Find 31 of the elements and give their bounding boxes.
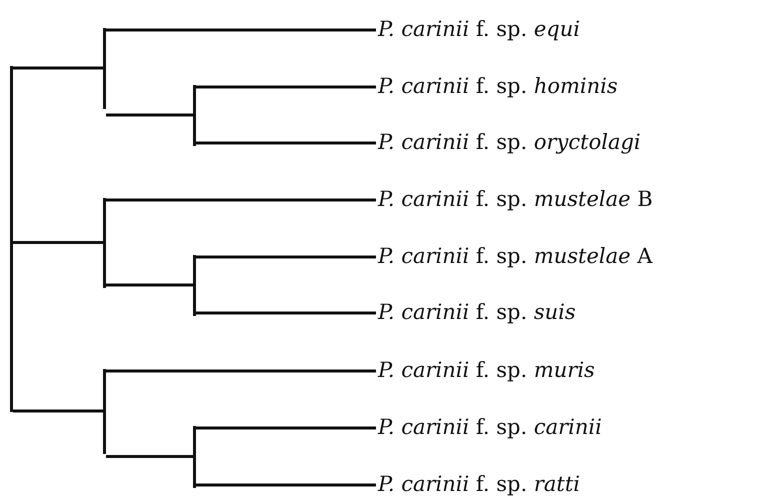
branch-line (106, 455, 193, 458)
branch-bar (10, 66, 13, 412)
branch-line (106, 370, 376, 372)
species-label: P. carinii f. sp. suis (378, 299, 576, 325)
species-label: P. carinii f. sp. mustelae A (378, 243, 652, 269)
branch-line (106, 198, 376, 202)
branch-line (13, 241, 103, 244)
species-label: P. carinii f. sp. oryctolagi (378, 129, 641, 155)
branch-line (106, 28, 376, 32)
species-label: P. carinii f. sp. hominis (378, 73, 618, 99)
branch-line (196, 426, 376, 430)
species-label: P. carinii f. sp. ratti (378, 471, 580, 497)
branch-line (13, 66, 103, 70)
branch-line (196, 484, 376, 486)
branch-line (106, 284, 193, 286)
species-label: P. carinii f. sp. mustelae B (378, 186, 653, 212)
species-label: P. carinii f. sp. equi (378, 16, 580, 42)
species-label: P. carinii f. sp. muris (378, 357, 595, 383)
branch-bar (103, 28, 106, 109)
branch-bar (103, 369, 106, 454)
branch-line (13, 410, 103, 412)
branch-line (196, 86, 376, 88)
branch-bar (103, 198, 106, 288)
branch-line (196, 312, 376, 314)
branch-bar (193, 85, 196, 146)
branch-line (196, 256, 376, 258)
branch-bar (193, 426, 196, 488)
branch-line (106, 114, 193, 116)
species-label: P. carinii f. sp. carinii (378, 414, 602, 440)
branch-bar (193, 255, 196, 316)
branch-line (196, 142, 376, 144)
